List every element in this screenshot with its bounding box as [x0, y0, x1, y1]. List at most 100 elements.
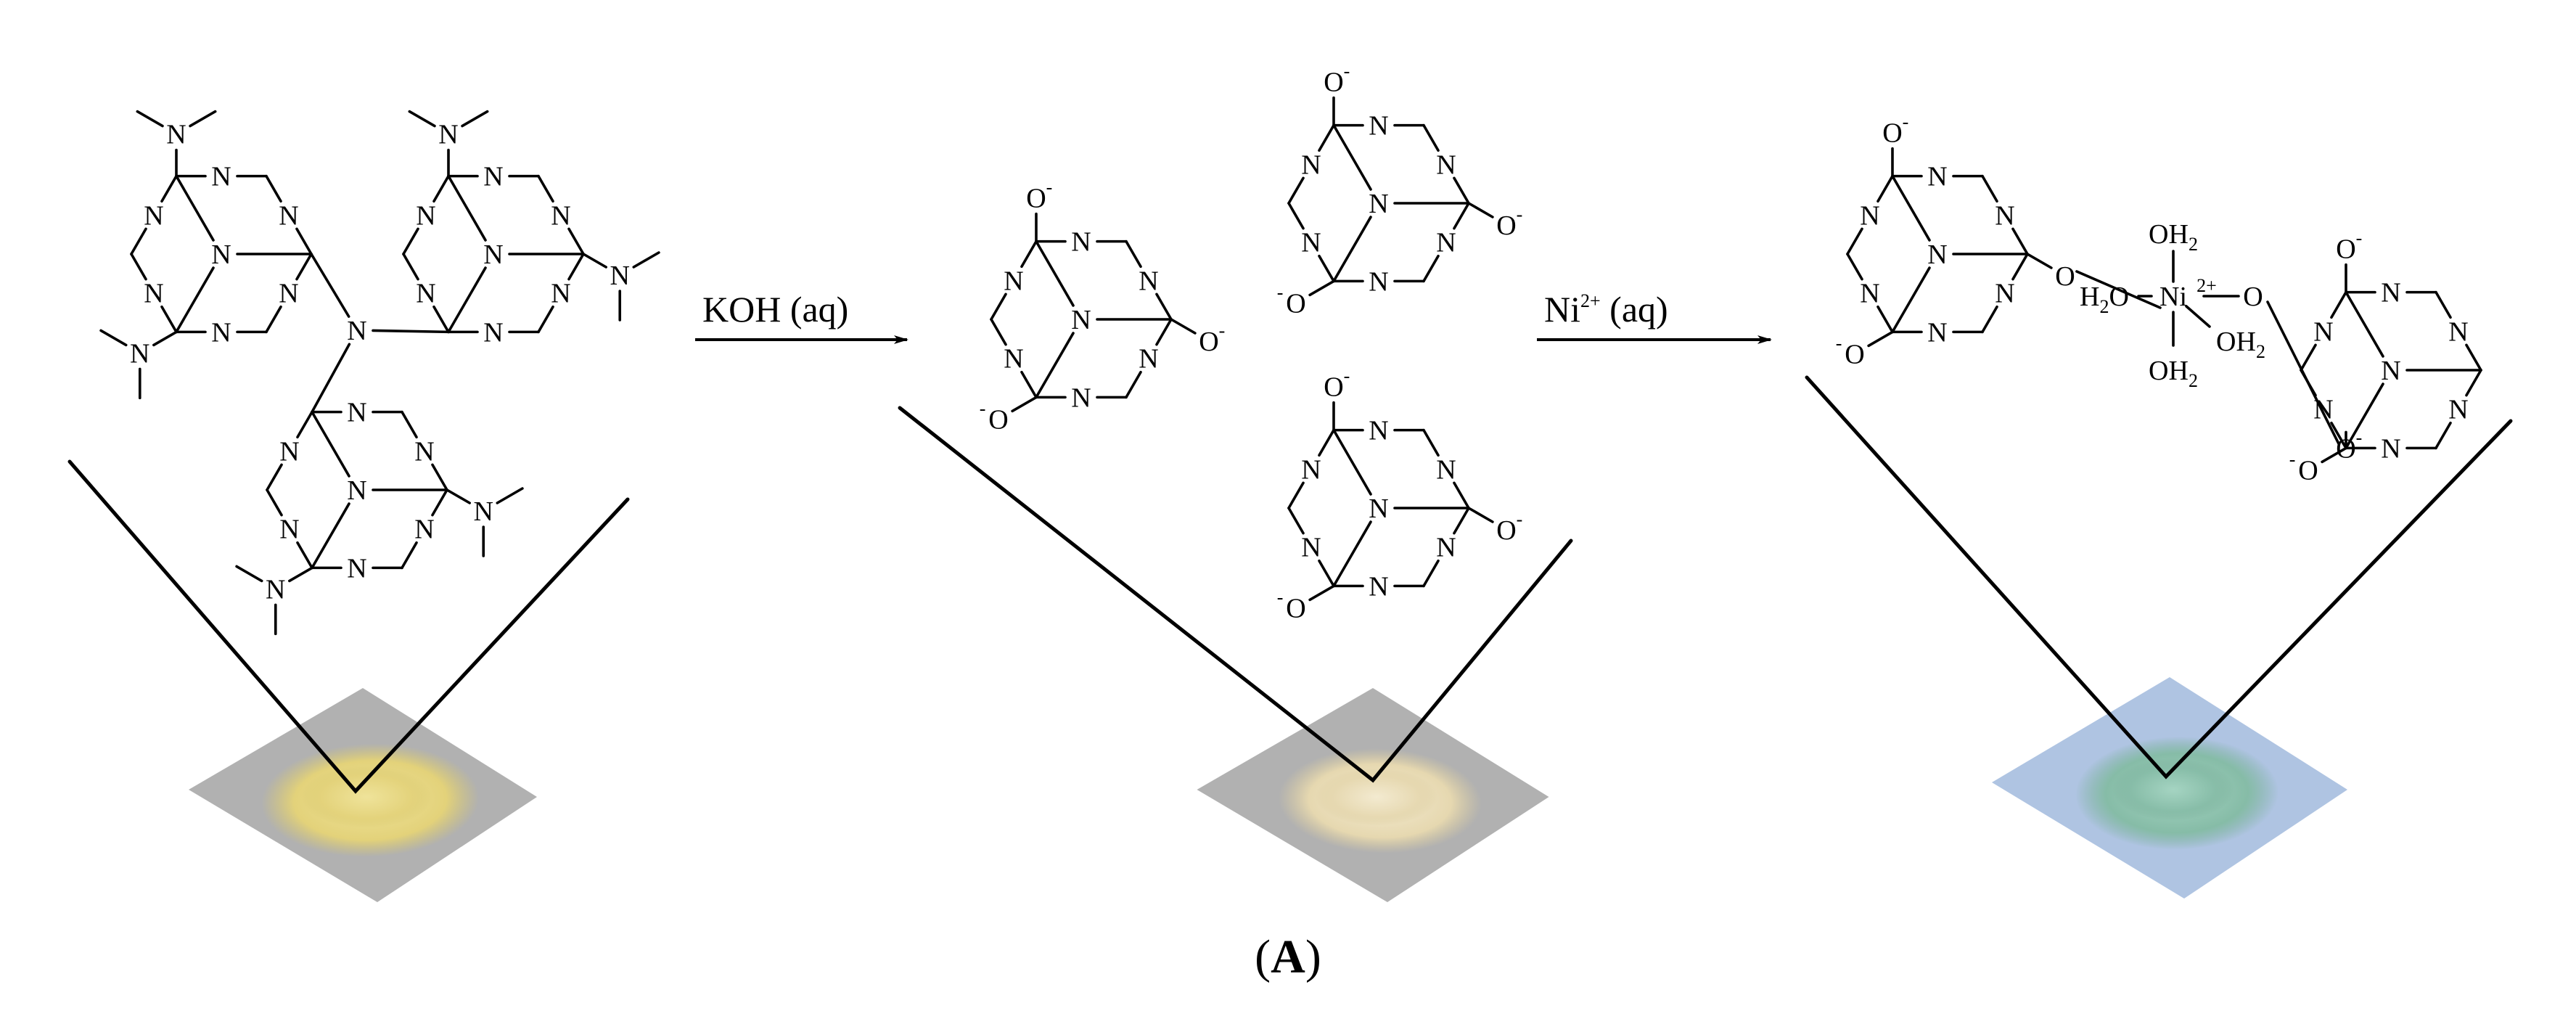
- bond-line: [1422, 428, 1440, 457]
- bond-line: [990, 318, 1007, 346]
- bond-line: [288, 566, 313, 583]
- oxide-oxygen-atom: O: [1496, 210, 1516, 241]
- bond-line: [537, 305, 554, 334]
- nitrogen-atom: N: [211, 162, 231, 192]
- negative-charge: -: [1517, 509, 1523, 530]
- nitrogen-atom: N: [1436, 533, 1456, 563]
- oxide-oxygen-atom: O: [2298, 455, 2318, 486]
- nitrogen-atom: N: [1369, 266, 1388, 297]
- negative-charge: -: [1046, 177, 1053, 198]
- bond-line: [1155, 318, 1173, 346]
- nitrogen-atom: N: [1860, 200, 1879, 231]
- negative-charge: -: [1277, 586, 1284, 607]
- nitrogen-atom: N: [347, 398, 366, 428]
- nitrogen-atom: N: [1995, 200, 2014, 231]
- nitrogen-atom: N: [1369, 111, 1388, 142]
- nitrogen-atom: N: [2313, 395, 2333, 425]
- bond-line: [408, 110, 436, 128]
- nitrogen-atom: N: [483, 240, 503, 270]
- powder-core: [2112, 758, 2234, 821]
- nitrogen-atom: N: [211, 240, 231, 270]
- negative-charge: -: [1344, 61, 1350, 82]
- nitrogen-atom: N: [551, 279, 570, 309]
- nitrogen-atom: N: [2381, 433, 2400, 464]
- bond-line: [372, 329, 450, 334]
- bond-line: [1125, 240, 1142, 269]
- nitrogen-atom: N: [1436, 150, 1456, 180]
- bond-line: [160, 305, 178, 334]
- bond-line: [1891, 266, 1931, 334]
- bond-line: [99, 329, 128, 347]
- zoom-line: [67, 459, 630, 794]
- bond-line: [582, 253, 607, 269]
- nitrogen-atom: N: [2313, 316, 2333, 347]
- bond-line: [1318, 428, 1335, 457]
- bond-line: [1155, 292, 1173, 321]
- nitrogen-atom: N: [279, 279, 298, 309]
- nitrogen-atom: N: [1927, 240, 1947, 270]
- bond-line: [401, 410, 418, 439]
- bond-line: [265, 174, 282, 203]
- ligand-o: O: [2109, 282, 2129, 312]
- reaction-arrow-1: KOH (aq): [695, 289, 908, 344]
- aqua-ligand: OH2: [2149, 356, 2198, 391]
- bond-line: [632, 251, 660, 269]
- nitrogen-atom: N: [266, 574, 285, 605]
- bond-line: [432, 174, 450, 203]
- bond-line: [1287, 202, 1305, 230]
- bond-line: [402, 253, 419, 281]
- bond-line: [296, 541, 313, 570]
- oxide-oxygen-atom: O: [2336, 234, 2355, 265]
- oxide-oxygen-atom: O: [1286, 288, 1305, 319]
- bond-line: [296, 410, 313, 439]
- bond-lines: [99, 96, 2482, 636]
- nitrogen-atom: N: [1301, 228, 1321, 258]
- nitrogen-atom: N: [1860, 279, 1879, 309]
- nitrogen-atom: N: [1369, 416, 1388, 446]
- nitrogen-atom: N: [1071, 227, 1091, 258]
- nitrogen-atom: N: [130, 338, 149, 369]
- oxide-oxygen-atom: O: [1882, 118, 1902, 149]
- nitrogen-atom: N: [1071, 305, 1091, 335]
- bond-line: [2435, 421, 2452, 450]
- aqua-ligand: OH2: [2149, 219, 2198, 255]
- nitrogen-atom: N: [211, 317, 231, 348]
- negative-charge: -: [1517, 204, 1523, 225]
- bond-line: [402, 227, 419, 255]
- nitrogen-atom: N: [610, 261, 630, 291]
- bond-line: [2465, 343, 2482, 372]
- bond-line: [1453, 507, 1470, 535]
- aqua-ligand: H2O: [2080, 282, 2129, 317]
- oxide-oxygen-atom: O: [1324, 372, 1343, 403]
- nitrogen-atom: N: [279, 436, 299, 467]
- bond-line: [311, 410, 350, 478]
- bond-line: [567, 227, 585, 255]
- nitrogen-atom: N: [1436, 454, 1456, 485]
- bond-line: [1308, 584, 1335, 602]
- nitrogen-atom: N: [347, 553, 366, 584]
- bond-line: [2011, 253, 2029, 281]
- nitrogen-atom: N: [483, 317, 503, 348]
- subscript-two: 2: [2256, 341, 2265, 362]
- bond-line: [1453, 202, 1470, 230]
- bond-line: [2345, 290, 2384, 358]
- bond-line: [1867, 330, 1894, 348]
- bond-line: [496, 487, 524, 504]
- nitrogen-atom: N: [166, 120, 186, 150]
- nitrogen-atom: N: [279, 515, 299, 545]
- nickel-atom: Ni: [2159, 282, 2187, 312]
- bond-line: [447, 174, 487, 242]
- bond-line: [447, 266, 487, 334]
- bond-line: [1332, 520, 1372, 588]
- bond-line: [160, 174, 178, 203]
- nitrogen-atom: N: [1004, 266, 1023, 296]
- arrow-label-koh: KOH (aq): [702, 289, 848, 330]
- subscript-two: 2: [2189, 370, 2198, 391]
- nitrogen-atom: N: [416, 200, 435, 231]
- bond-line: [1981, 305, 1998, 334]
- bond-line: [152, 330, 178, 347]
- bond-line: [1125, 370, 1142, 399]
- bond-line: [2321, 446, 2347, 464]
- nitrogen-atom: N: [1369, 571, 1388, 602]
